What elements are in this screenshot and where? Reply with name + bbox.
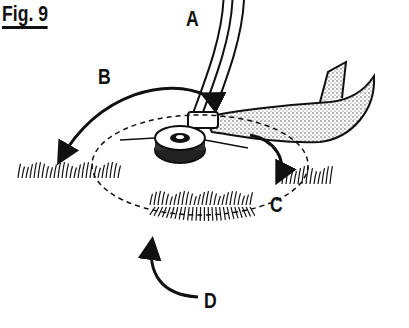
figure-title: Fig. 9 bbox=[2, 3, 48, 29]
callout-letter: B bbox=[98, 66, 111, 88]
callout-letter: A bbox=[186, 8, 199, 30]
callout-letter: D bbox=[204, 290, 217, 312]
callout-letter: C bbox=[270, 194, 283, 216]
